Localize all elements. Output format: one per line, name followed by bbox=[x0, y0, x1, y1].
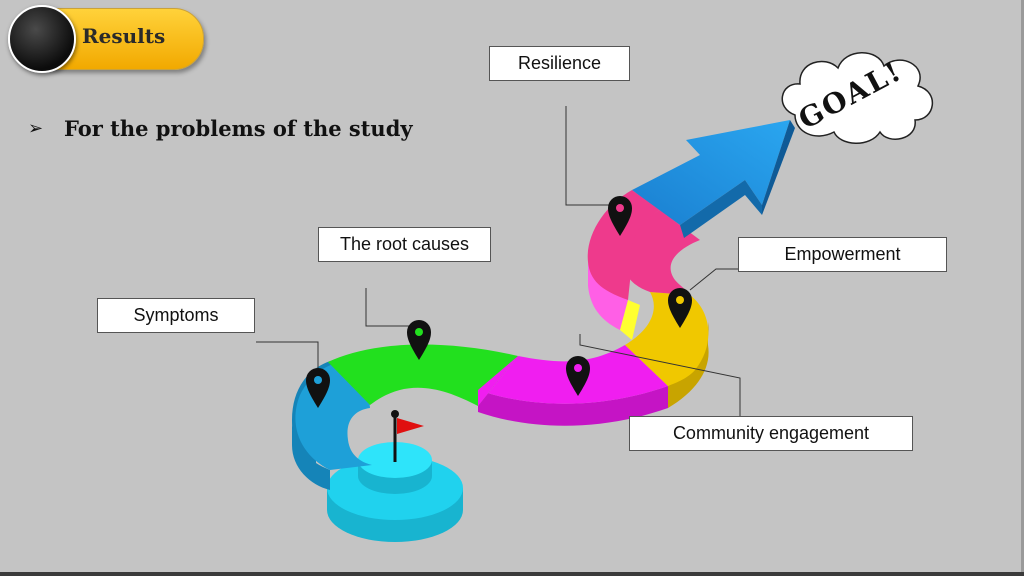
slide-edge-right bbox=[1021, 0, 1024, 576]
stage-label-empowerment: Empowerment bbox=[738, 237, 947, 272]
slide-edge-bottom bbox=[0, 572, 1024, 576]
map-pin-icon bbox=[407, 320, 431, 360]
flag-icon bbox=[391, 410, 424, 462]
stage-label-root-causes: The root causes bbox=[318, 227, 491, 262]
stage-label-resilience: Resilience bbox=[489, 46, 630, 81]
start-platform bbox=[327, 442, 463, 542]
slide-subtitle: For the problems of the study bbox=[64, 116, 413, 141]
map-pin-icon bbox=[306, 368, 330, 408]
arrowhead-bullet-icon: ➢ bbox=[28, 118, 44, 139]
path-segment-root-causes bbox=[328, 344, 518, 406]
map-pin-icon bbox=[668, 288, 692, 328]
map-pin-icon bbox=[566, 356, 590, 396]
results-header-label: Results bbox=[82, 24, 166, 48]
map-pin-icon bbox=[608, 196, 632, 236]
goal-cloud-icon: GOAL! bbox=[781, 52, 934, 144]
goal-arrow bbox=[632, 120, 795, 238]
stage-label-symptoms: Symptoms bbox=[97, 298, 255, 333]
results-header-circle bbox=[8, 5, 76, 73]
stage-label-community-engagement: Community engagement bbox=[629, 416, 913, 451]
path-segment-empowerment bbox=[625, 292, 709, 386]
path-segment-resilience bbox=[623, 210, 700, 295]
leader-lines bbox=[256, 106, 741, 416]
